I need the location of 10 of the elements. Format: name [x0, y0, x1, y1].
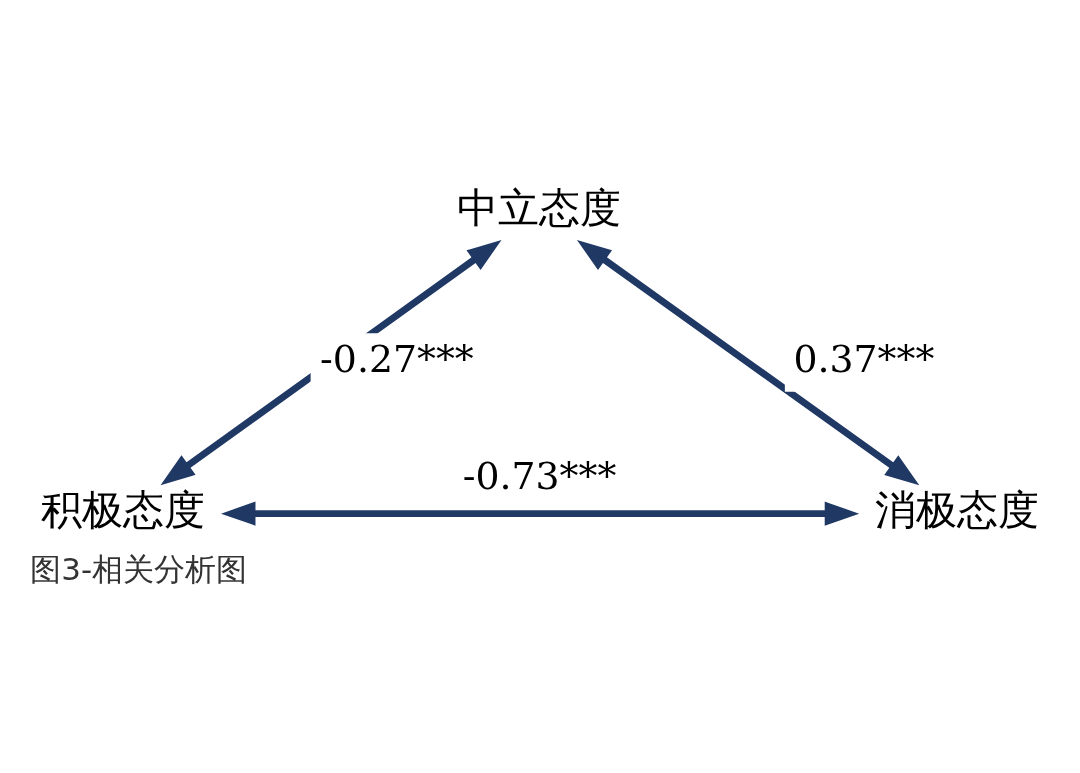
node-text: 消极态度	[874, 486, 1039, 535]
node-text: 中立态度	[457, 183, 622, 232]
edge-label: -0.73***	[462, 453, 617, 498]
caption: 图3-相关分析图	[30, 550, 248, 587]
node-text: 积极态度	[41, 486, 206, 535]
edge-label: -0.27***	[320, 337, 474, 382]
arrow	[576, 240, 920, 486]
arrow	[160, 240, 502, 486]
arrow	[221, 501, 860, 526]
edge-label: 0.37***	[793, 337, 935, 382]
